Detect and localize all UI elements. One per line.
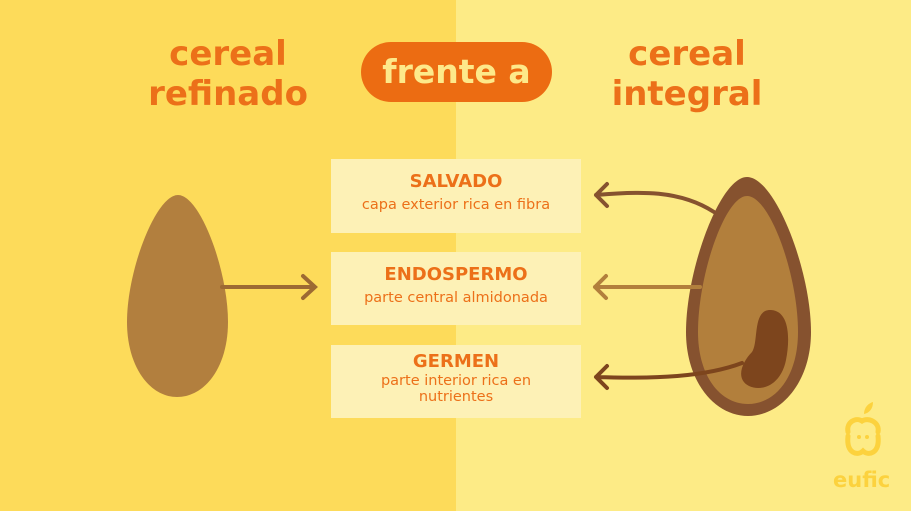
refined-cereal-title: cereal refinado (148, 34, 308, 114)
bran-description: capa exterior rica en fibra (361, 197, 551, 213)
endosperm-arrow (593, 274, 702, 300)
wholegrain-seed-germ (741, 309, 789, 389)
refined-arrow (220, 274, 318, 300)
germ-arrow (594, 361, 744, 390)
bran-box: SALVADO capa exterior rica en fibra (331, 159, 581, 233)
endosperm-label: ENDOSPERMO (384, 264, 528, 285)
endosperm-description: parte central almidonada (364, 290, 548, 306)
endosperm-box: ENDOSPERMO parte central almidonada (331, 252, 581, 325)
germ-box: GERMEN parte interior rica en nutrientes (331, 345, 581, 418)
germ-description: parte interior rica en nutrientes (380, 373, 532, 405)
germ-label: GERMEN (412, 351, 500, 372)
wholegrain-cereal-title: cereal integral (611, 34, 763, 114)
refined-seed (127, 195, 228, 397)
eufic-logo-text: eufic (833, 468, 891, 492)
bran-label: SALVADO (409, 171, 503, 192)
bran-arrow (594, 182, 716, 214)
eufic-logo-icon (845, 402, 881, 456)
versus-pill: frente a (361, 42, 552, 102)
